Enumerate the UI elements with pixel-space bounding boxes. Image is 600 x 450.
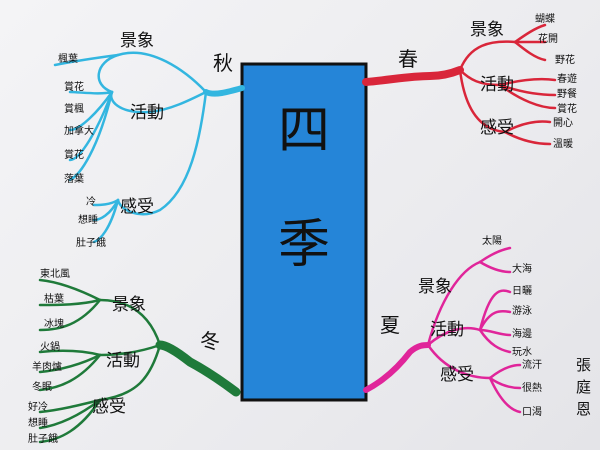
center-title-line2: 季 [278, 215, 330, 275]
summer-label: 夏 [380, 313, 400, 337]
summer-cat-scenery: 景象 [418, 277, 452, 297]
autumn-leaf: 賞花 [64, 148, 84, 161]
spring-label: 春 [398, 47, 418, 71]
spring-cat-scenery: 景象 [470, 20, 504, 40]
autumn-leaf: 賞楓 [64, 102, 84, 115]
spring-leaf: 賞花 [557, 102, 577, 115]
winter-leaf: 冬眠 [32, 380, 52, 393]
summer-leaf: 玩水 [512, 346, 532, 358]
autumn-leaf: 楓葉 [58, 52, 78, 65]
spring-leaf: 野餐 [557, 87, 577, 100]
spring-leaf: 開心 [553, 117, 573, 129]
signature-char: 張 [576, 356, 591, 374]
winter-cat-feeling: 感受 [92, 397, 126, 417]
autumn-leaf: 賞花 [64, 80, 84, 93]
winter-leaf: 好冷 [28, 400, 48, 413]
winter-leaf: 想睡 [28, 416, 48, 429]
summer-leaf: 游泳 [512, 304, 532, 317]
spring-leaf: 野花 [555, 53, 575, 66]
summer-leaf: 很熱 [522, 381, 542, 394]
summer-leaf: 大海 [512, 262, 532, 275]
signature-char: 恩 [576, 400, 591, 418]
spring-leaf: 蝴蝶 [535, 12, 555, 25]
winter-leaf: 枯葉 [44, 292, 64, 305]
autumn-leaf: 落葉 [64, 172, 84, 185]
summer-leaf: 日曬 [512, 285, 532, 297]
spring-cat-feeling: 感受 [480, 118, 514, 138]
winter-label: 冬 [200, 329, 220, 353]
summer-cat-activity: 活動 [430, 320, 464, 340]
summer-branch [363, 246, 522, 414]
autumn-cat-activity: 活動 [130, 103, 164, 123]
center-box: 四 季 [240, 62, 368, 402]
winter-cat-activity: 活動 [106, 351, 140, 371]
winter-branch [38, 278, 241, 444]
autumn-branch [53, 51, 245, 244]
spring-leaf: 溫暖 [553, 137, 573, 150]
winter-leaf: 羊肉爐 [32, 360, 62, 373]
autumn-label: 秋 [213, 51, 233, 75]
winter-leaf: 火鍋 [40, 340, 60, 353]
autumn-leaf: 冷 [86, 195, 96, 208]
winter-leaf: 東北風 [40, 267, 70, 280]
spring-cat-activity: 活動 [480, 75, 514, 95]
spring-branch [362, 23, 557, 146]
winter-cat-scenery: 景象 [112, 295, 146, 315]
autumn-leaf: 想睡 [78, 213, 98, 226]
signature-char: 庭 [576, 378, 591, 396]
summer-leaf: 口渴 [522, 406, 542, 418]
spring-leaf: 春遊 [557, 72, 577, 85]
winter-leaf: 肚子餓 [28, 432, 58, 445]
autumn-cat-scenery: 景象 [120, 31, 154, 51]
summer-cat-feeling: 感受 [440, 365, 474, 385]
summer-leaf: 海邊 [512, 327, 532, 340]
autumn-leaf: 肚子餓 [76, 236, 106, 249]
center-title-line1: 四 [278, 101, 330, 161]
summer-leaf: 流汗 [522, 358, 542, 371]
winter-leaf: 冰塊 [44, 317, 64, 330]
spring-leaf: 花開 [538, 32, 558, 45]
autumn-leaf: 加拿大 [64, 124, 94, 137]
summer-leaf: 太陽 [482, 234, 502, 247]
autumn-cat-feeling: 感受 [120, 197, 154, 217]
